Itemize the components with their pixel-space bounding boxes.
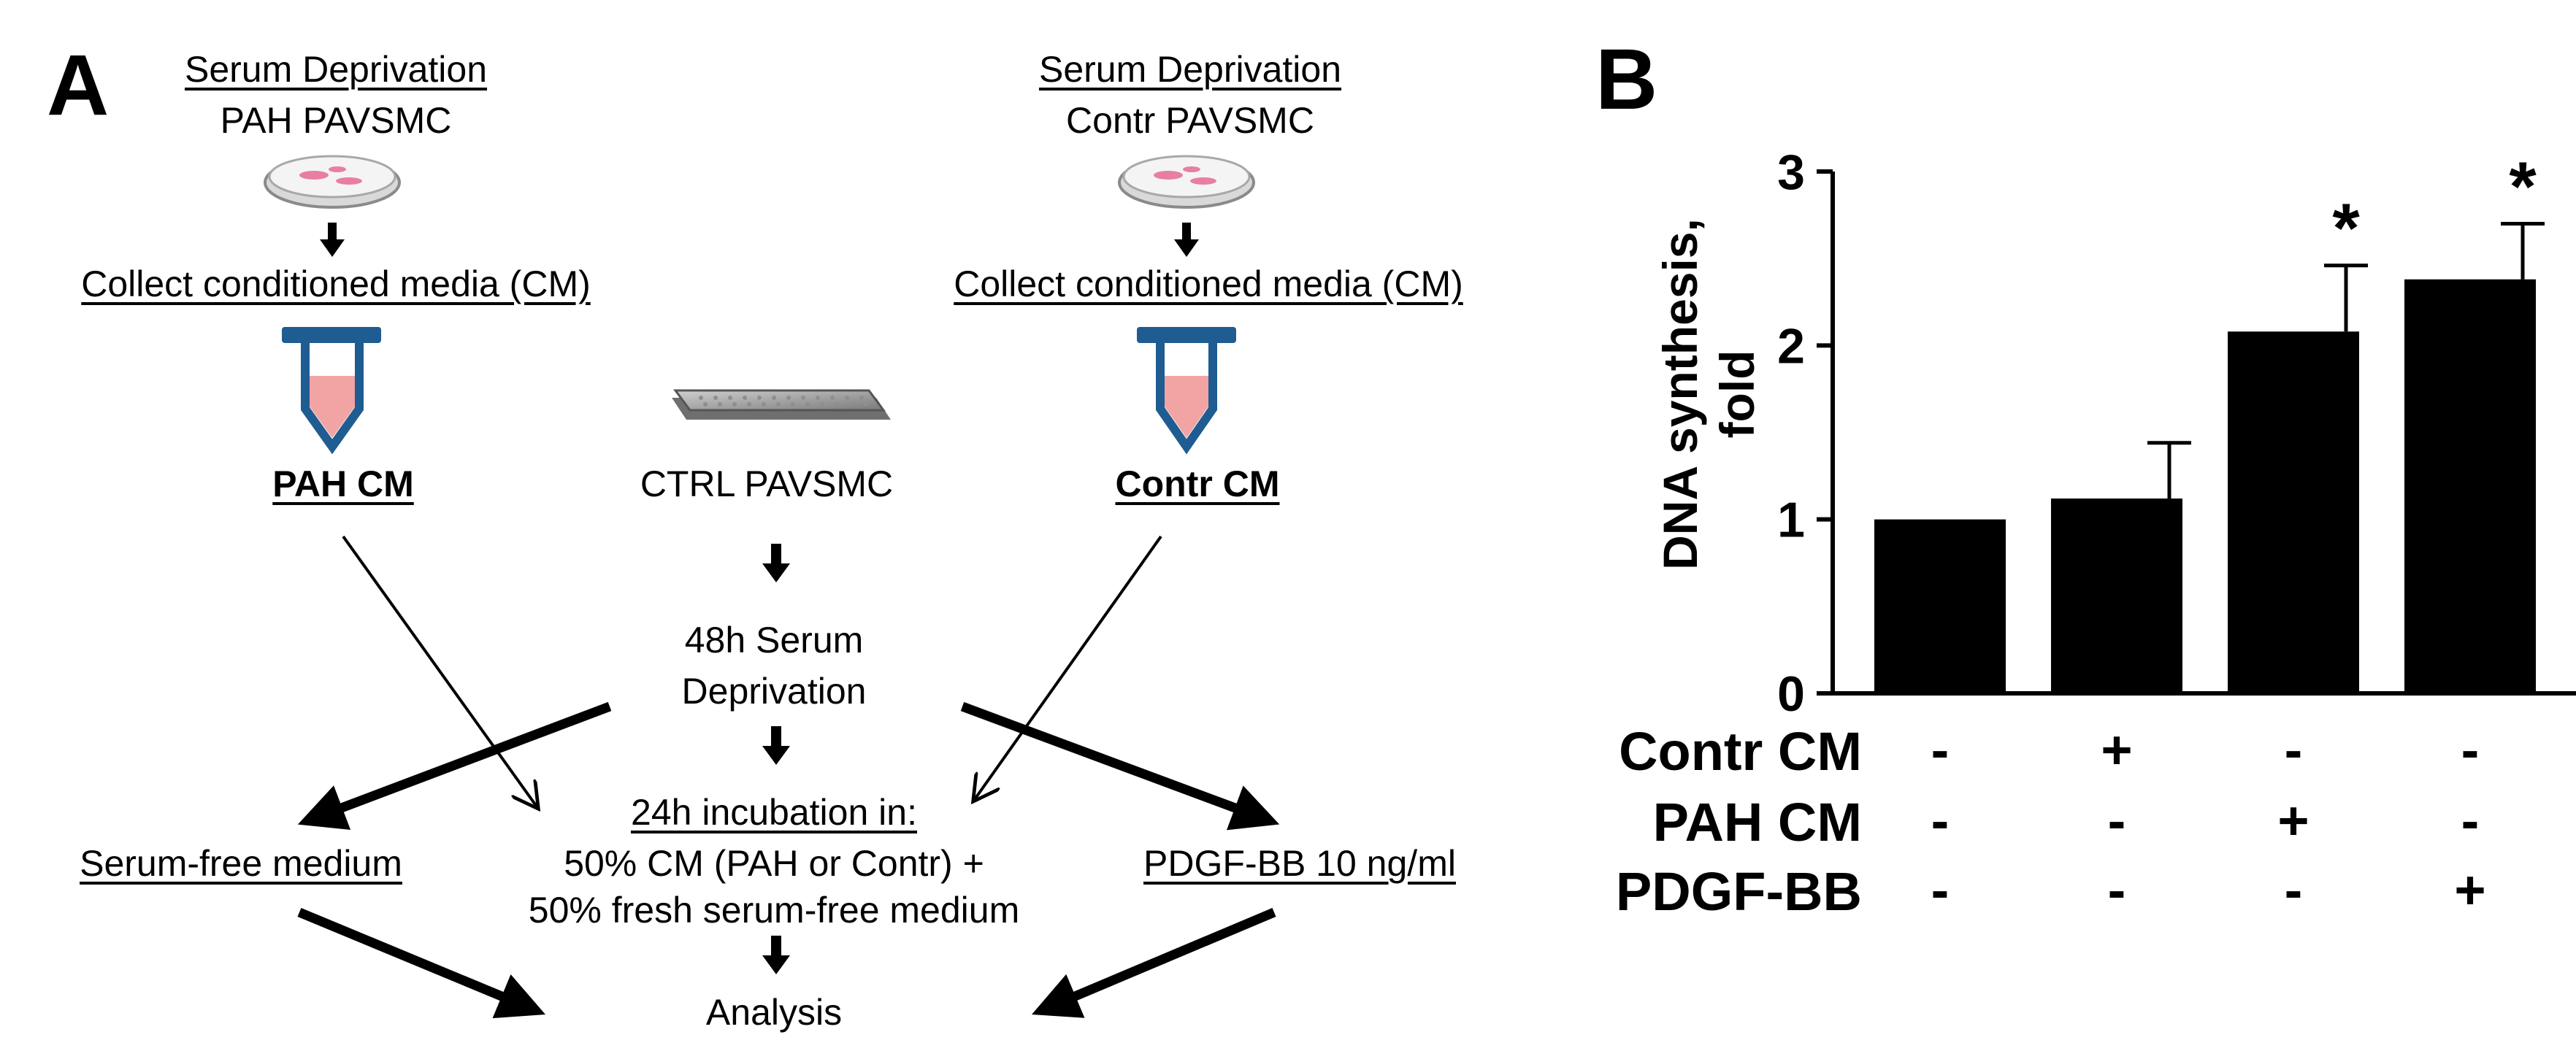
bar: [1874, 519, 2006, 693]
center-down-arrow-2: [762, 726, 790, 765]
pah-cm-label: PAH CM: [272, 463, 414, 504]
condition-label: PDGF-BB: [1616, 861, 1862, 922]
condition-sign: -: [1931, 790, 1950, 851]
deprivation-to-pdgf-arrow: [960, 701, 1280, 831]
condition-sign: -: [2108, 790, 2126, 851]
condition-sign: -: [2461, 720, 2480, 780]
pdgf-to-analysis-arrow: [1032, 908, 1276, 1018]
contr-cm-label: Contr CM: [1115, 463, 1280, 504]
left-pah-pavsmc-label: PAH PAVSMC: [220, 100, 452, 141]
bar: [2228, 331, 2359, 693]
bar: [2404, 279, 2536, 693]
pah-cm-to-incubation-arrow: [342, 535, 537, 806]
panel-a-diagram: [264, 155, 1280, 1019]
condition-label: PAH CM: [1653, 792, 1862, 852]
y-axis-label-line2: fold: [1710, 350, 1764, 439]
right-petri-dish-icon: [1118, 155, 1255, 209]
serum-free-to-analysis-arrow: [297, 907, 546, 1019]
right-contr-pavsmc-label: Contr PAVSMC: [1066, 100, 1314, 141]
ctrl-pavsmc-label: CTRL PAVSMC: [640, 463, 894, 504]
significance-marker: *: [2332, 190, 2360, 268]
panel-b-label: B: [1595, 31, 1658, 128]
deprivation-to-serum-free-arrow: [297, 701, 612, 830]
y-axis-label-line1: DNA synthesis,: [1653, 218, 1707, 570]
dna-synthesis-bar-chart: 0 1 2 3 * * Contr CM - + - - PAH CM - - + - PDGF-BB - - -…: [1616, 145, 2576, 922]
y-tick-label: 1: [1777, 493, 1805, 548]
right-tube-icon: [1137, 327, 1236, 455]
bar: [2051, 498, 2182, 693]
left-collect-cm-label: Collect conditioned media (CM): [81, 263, 591, 304]
incubation-line1: 50% CM (PAH or Contr) +: [564, 843, 984, 884]
condition-sign: -: [2285, 720, 2303, 780]
y-tick-label: 2: [1777, 318, 1805, 374]
y-tick-label: 3: [1777, 145, 1805, 200]
contr-cm-to-incubation-arrow: [975, 535, 1162, 799]
condition-sign: +: [2101, 720, 2132, 780]
right-down-arrow-1: [1174, 223, 1199, 257]
left-down-arrow-1: [320, 223, 345, 257]
serum-free-medium-label: Serum-free medium: [80, 843, 402, 884]
center-down-arrow-1: [762, 544, 790, 582]
deprivation-line1: 48h Serum: [684, 620, 864, 661]
well-plate-icon: [672, 389, 891, 420]
incubation-title: 24h incubation in:: [631, 792, 917, 833]
pdgf-bb-branch-label: PDGF-BB 10 ng/ml: [1143, 843, 1456, 884]
deprivation-line2: Deprivation: [681, 671, 867, 712]
right-serum-deprivation-title: Serum Deprivation: [1038, 49, 1342, 90]
y-tick-label: 0: [1777, 666, 1805, 722]
condition-sign: -: [1931, 860, 1950, 920]
condition-sign: +: [2277, 790, 2309, 851]
analysis-label: Analysis: [705, 992, 843, 1033]
right-collect-cm-label: Collect conditioned media (CM): [954, 263, 1463, 304]
left-tube-icon: [282, 327, 381, 455]
incubation-line2: 50% fresh serum-free medium: [528, 890, 1020, 931]
condition-sign: -: [2108, 860, 2126, 920]
condition-label: Contr CM: [1619, 721, 1862, 782]
condition-sign: +: [2454, 860, 2485, 920]
panel-a-label: A: [47, 37, 110, 134]
left-petri-dish-icon: [264, 155, 401, 209]
condition-sign: -: [1931, 720, 1950, 780]
condition-sign: -: [2285, 860, 2303, 920]
significance-marker: *: [2509, 148, 2537, 226]
center-down-arrow-3: [762, 936, 790, 974]
left-serum-deprivation-title: Serum Deprivation: [184, 49, 488, 90]
condition-sign: -: [2461, 790, 2480, 851]
